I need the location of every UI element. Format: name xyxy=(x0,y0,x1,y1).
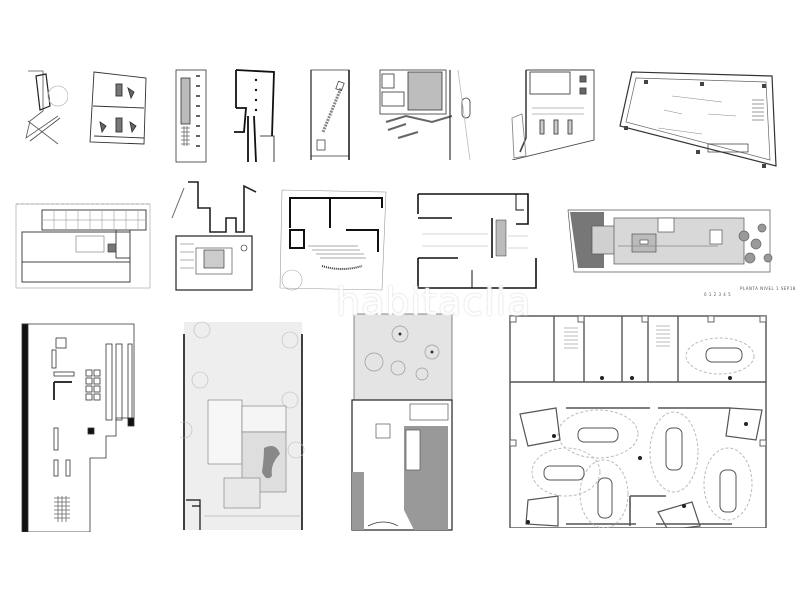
floor-plan-grid-office xyxy=(12,196,154,292)
floor-plan-triangular-lot xyxy=(18,66,68,146)
floor-plan-townhouse-with-garden xyxy=(350,312,454,532)
floor-plan-car-showroom xyxy=(498,312,780,528)
floor-plan-two-room-showroom xyxy=(88,70,150,146)
floor-plan-narrow-long-with-stairs xyxy=(172,68,212,164)
floor-plan-long-gallery-diagonal-counter xyxy=(305,68,355,160)
floor-plan-site-plan-terraces xyxy=(278,188,388,292)
floor-plan-trapezoid-showroom xyxy=(612,70,782,170)
floor-plan-thick-wall-narrow-shop xyxy=(230,68,278,164)
floor-plan-retail-store-l-shape xyxy=(20,310,140,532)
floor-plan-corner-shop xyxy=(508,68,600,160)
floor-plan-house-with-pool-garden xyxy=(180,320,306,532)
watermark: habitaclia xyxy=(336,280,532,324)
floor-plan-two-storey-house xyxy=(412,184,548,294)
floor-plan-irregular-house xyxy=(164,178,260,294)
plan-caption: PLANTA NIVEL 1 SEP18 xyxy=(740,286,796,291)
floor-plan-residence-with-garden xyxy=(564,208,774,284)
scale-bar-label: 0 1 2 3 4 5 xyxy=(704,292,732,297)
floor-plan-shop-with-hatched-zones xyxy=(378,68,478,160)
